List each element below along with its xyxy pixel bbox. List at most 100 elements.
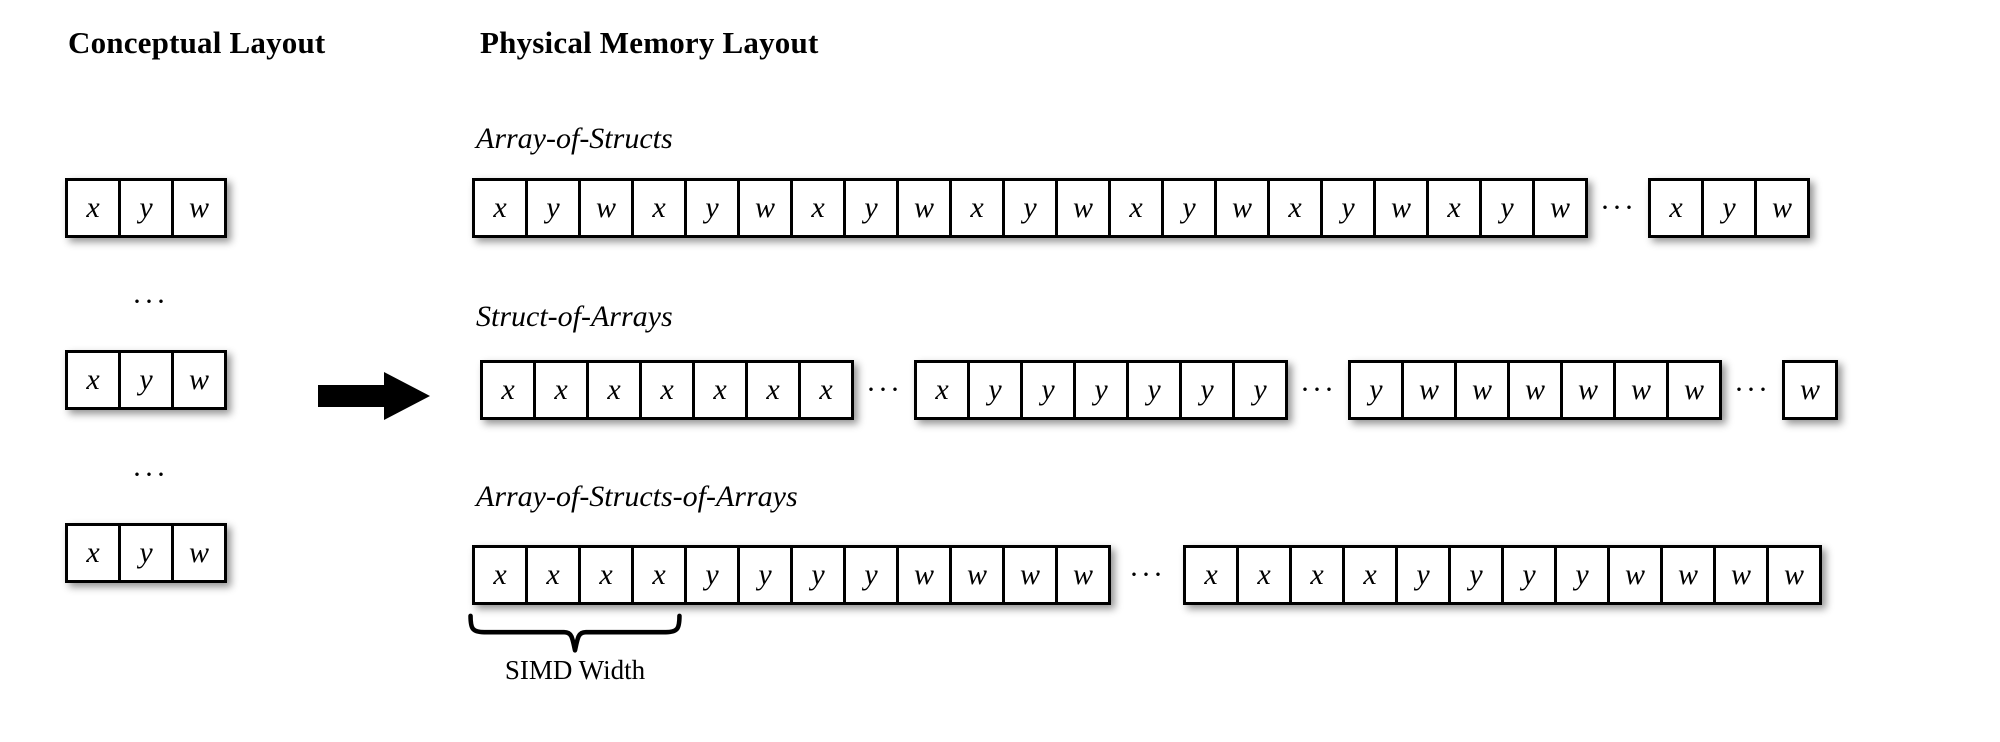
memory-cell: w [1055,178,1111,238]
memory-cell: y [1500,545,1557,605]
memory-cell: w [1055,545,1111,605]
memory-cell: y [1019,360,1076,420]
memory-cell: x [533,360,589,420]
memory-cell: x [1182,545,1239,605]
memory-cell: y [1320,178,1376,238]
memory-cell: x [1647,178,1704,238]
ellipsis-separator: ··· [1600,191,1636,224]
memory-cell: y [843,545,899,605]
memory-cell: x [1288,545,1345,605]
memory-cell: w [737,178,793,238]
memory-cell: x [631,545,687,605]
memory-cell: y [843,178,899,238]
memory-cell: y [684,178,740,238]
memory-cell: y [1553,545,1610,605]
memory-cell: y [1447,545,1504,605]
memory-cell: x [578,545,634,605]
memory-cell: y [1700,178,1757,238]
memory-cell: y [1479,178,1535,238]
memory-cell: x [65,178,121,238]
memory-cell: x [692,360,748,420]
physical-memory-layout-heading: Physical Memory Layout [480,25,819,60]
memory-cell: y [525,178,581,238]
memory-cell: w [1606,545,1663,605]
ellipsis-separator: ··· [866,373,902,406]
simd-width-label: SIMD Width [504,655,646,685]
memory-cell: x [480,360,536,420]
memory-cell: y [1125,360,1182,420]
memory-cell: x [65,350,121,410]
memory-cell: y [1161,178,1217,238]
memory-cell: w [896,178,952,238]
memory-cell: y [790,545,846,605]
memory-cell: x [1426,178,1482,238]
memory-cell: y [1394,545,1451,605]
memory-cell: x [631,178,687,238]
row-title-array-of-structs-of-arrays: Array-of-Structs-of-Arrays [476,480,798,513]
memory-cell: w [171,523,227,583]
memory-cell: w [578,178,634,238]
memory-cell: x [913,360,970,420]
row-title-array-of-structs: Array-of-Structs [476,122,673,155]
memory-cell: y [737,545,793,605]
memory-cell: x [525,545,581,605]
memory-cell: w [1765,545,1822,605]
memory-cell: y [118,178,174,238]
memory-cell: x [1235,545,1292,605]
memory-cell: y [1231,360,1288,420]
memory-cell: y [1072,360,1129,420]
memory-cell: w [1665,360,1722,420]
memory-cell: x [1341,545,1398,605]
memory-cell: w [1373,178,1429,238]
ellipsis-separator: ··· [1733,373,1770,406]
ellipsis-separator: ··· [1129,558,1165,591]
memory-cell: w [1532,178,1588,238]
memory-cell: x [790,178,846,238]
memory-cell: y [966,360,1023,420]
memory-cell: w [1753,178,1810,238]
memory-cell: w [1453,360,1510,420]
conceptual-ellipsis: ··· [132,285,168,318]
memory-cell: w [1400,360,1457,420]
conceptual-ellipsis: ··· [132,458,168,491]
memory-cell: w [1712,545,1769,605]
memory-cell: w [1214,178,1270,238]
memory-cell: w [896,545,952,605]
memory-cell: x [472,545,528,605]
memory-cell: x [745,360,801,420]
ellipsis-separator: ··· [1299,373,1336,406]
memory-cell: x [639,360,695,420]
right-arrow-icon [318,372,430,420]
memory-cell: x [1108,178,1164,238]
memory-cell: w [1781,360,1838,420]
memory-cell: w [1659,545,1716,605]
memory-cell: w [171,178,227,238]
memory-cell-group: w [1781,360,1838,420]
memory-cell: x [472,178,528,238]
memory-cell: y [1347,360,1404,420]
memory-cell: x [798,360,854,420]
memory-cell: y [1178,360,1235,420]
memory-cell: x [586,360,642,420]
simd-width-brace [468,613,682,653]
memory-cell: x [65,523,121,583]
memory-cell: y [118,350,174,410]
conceptual-layout-heading: Conceptual Layout [68,25,326,60]
row-title-struct-of-arrays: Struct-of-Arrays [476,300,673,333]
memory-cell: w [1506,360,1563,420]
memory-cell: w [1559,360,1616,420]
memory-cell: w [171,350,227,410]
